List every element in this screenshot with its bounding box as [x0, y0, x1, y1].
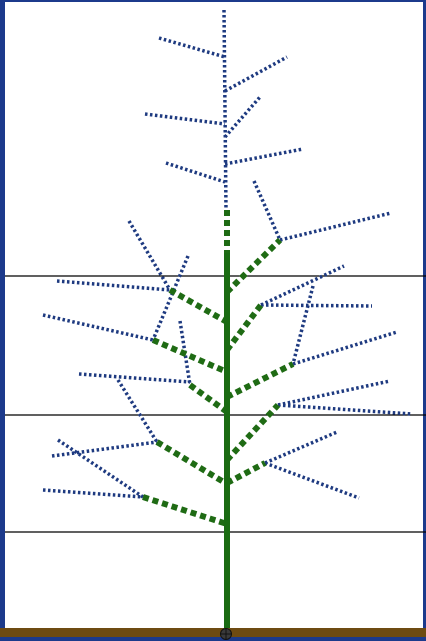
trunk-base-marker [221, 629, 232, 640]
ground-line [0, 628, 426, 637]
drawing-area [5, 2, 423, 636]
